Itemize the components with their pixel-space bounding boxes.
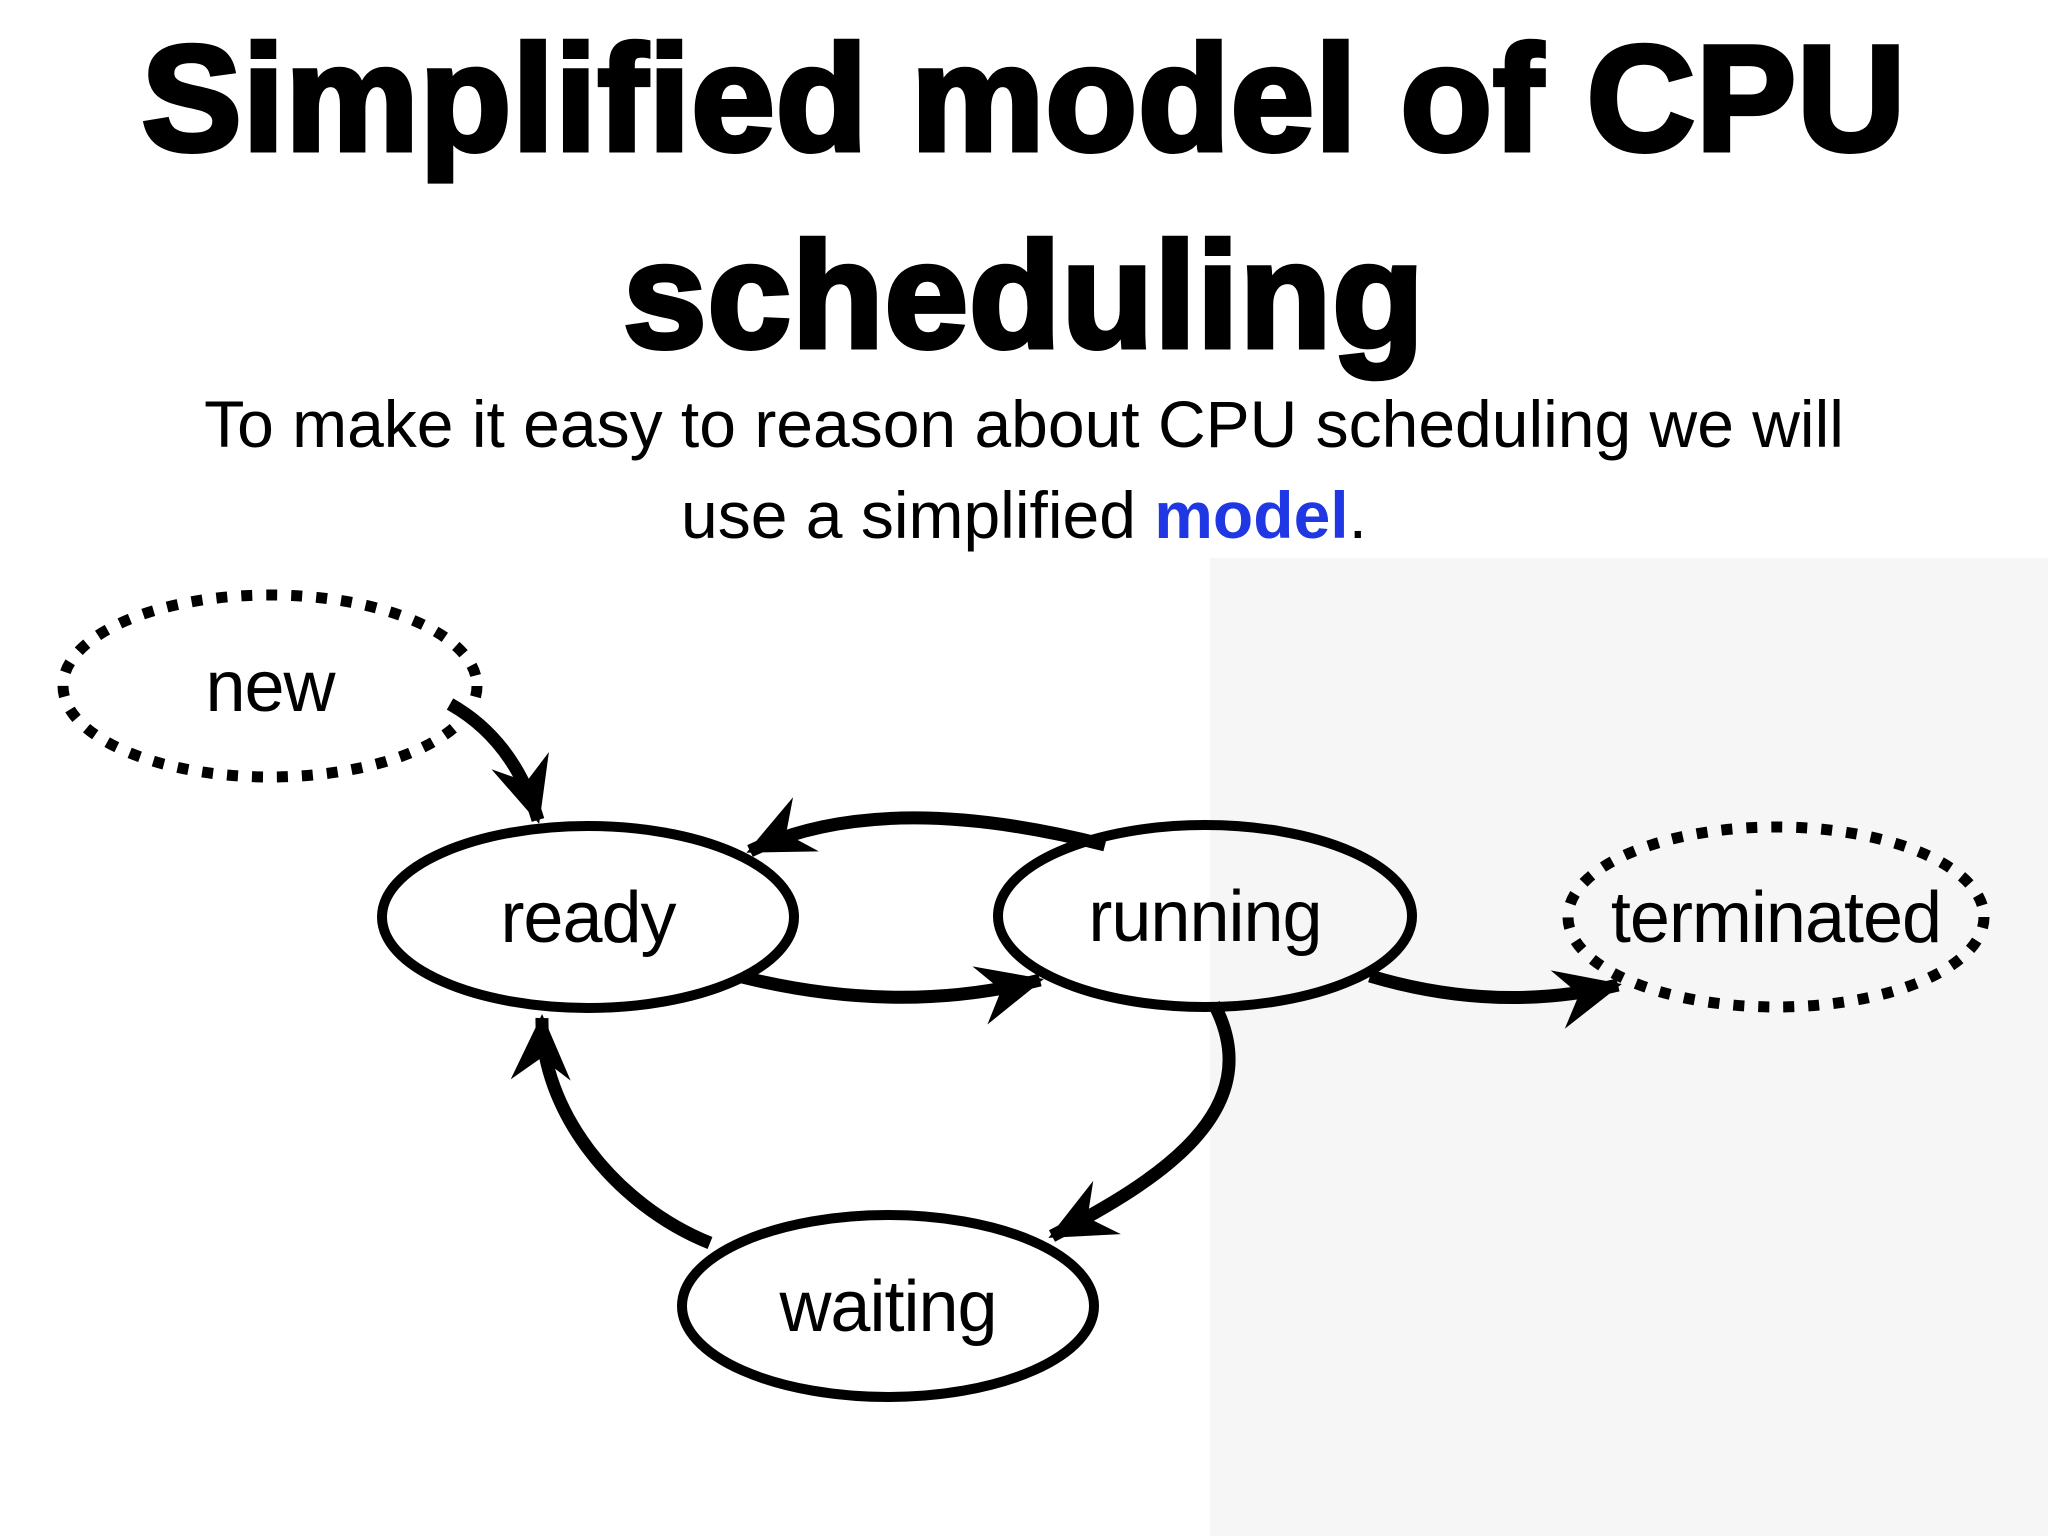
arrow-running-to-waiting <box>1048 1000 1236 1242</box>
arrow-waiting-to-ready <box>510 1014 713 1250</box>
arrow-running-to-ready <box>746 797 1107 857</box>
subtitle-line-1: To make it easy to reason about CPU sche… <box>204 387 1844 461</box>
node-terminated-label: terminated <box>1611 878 1941 958</box>
subtitle-line-2-prefix: use a simplified <box>681 478 1155 553</box>
node-ready-label: ready <box>500 878 676 958</box>
node-waiting-label: waiting <box>778 1267 996 1347</box>
title-line-2: scheduling <box>621 208 1427 381</box>
title-line-1: Simplified model of CPU <box>139 12 1908 185</box>
node-ready-ellipse <box>377 821 799 1013</box>
slide-subtitle: To make it easy to reason about CPU sche… <box>0 379 2048 561</box>
node-new-label: new <box>205 647 336 727</box>
background-shade <box>1210 558 2048 1536</box>
subtitle-highlight: model <box>1154 478 1349 553</box>
node-terminated-ellipse <box>1562 821 1990 1013</box>
node-new-ellipse <box>57 589 483 783</box>
arrow-running-to-terminated <box>1368 969 1622 1029</box>
subtitle-period: . <box>1348 478 1367 553</box>
node-running-label: running <box>1088 877 1321 957</box>
node-waiting-ellipse <box>677 1210 1099 1402</box>
page-title: Simplified model of CPU scheduling <box>0 0 2048 393</box>
arrow-new-to-ready <box>446 698 549 824</box>
arrow-ready-to-running <box>740 966 1044 1025</box>
node-running-ellipse <box>993 820 1417 1012</box>
